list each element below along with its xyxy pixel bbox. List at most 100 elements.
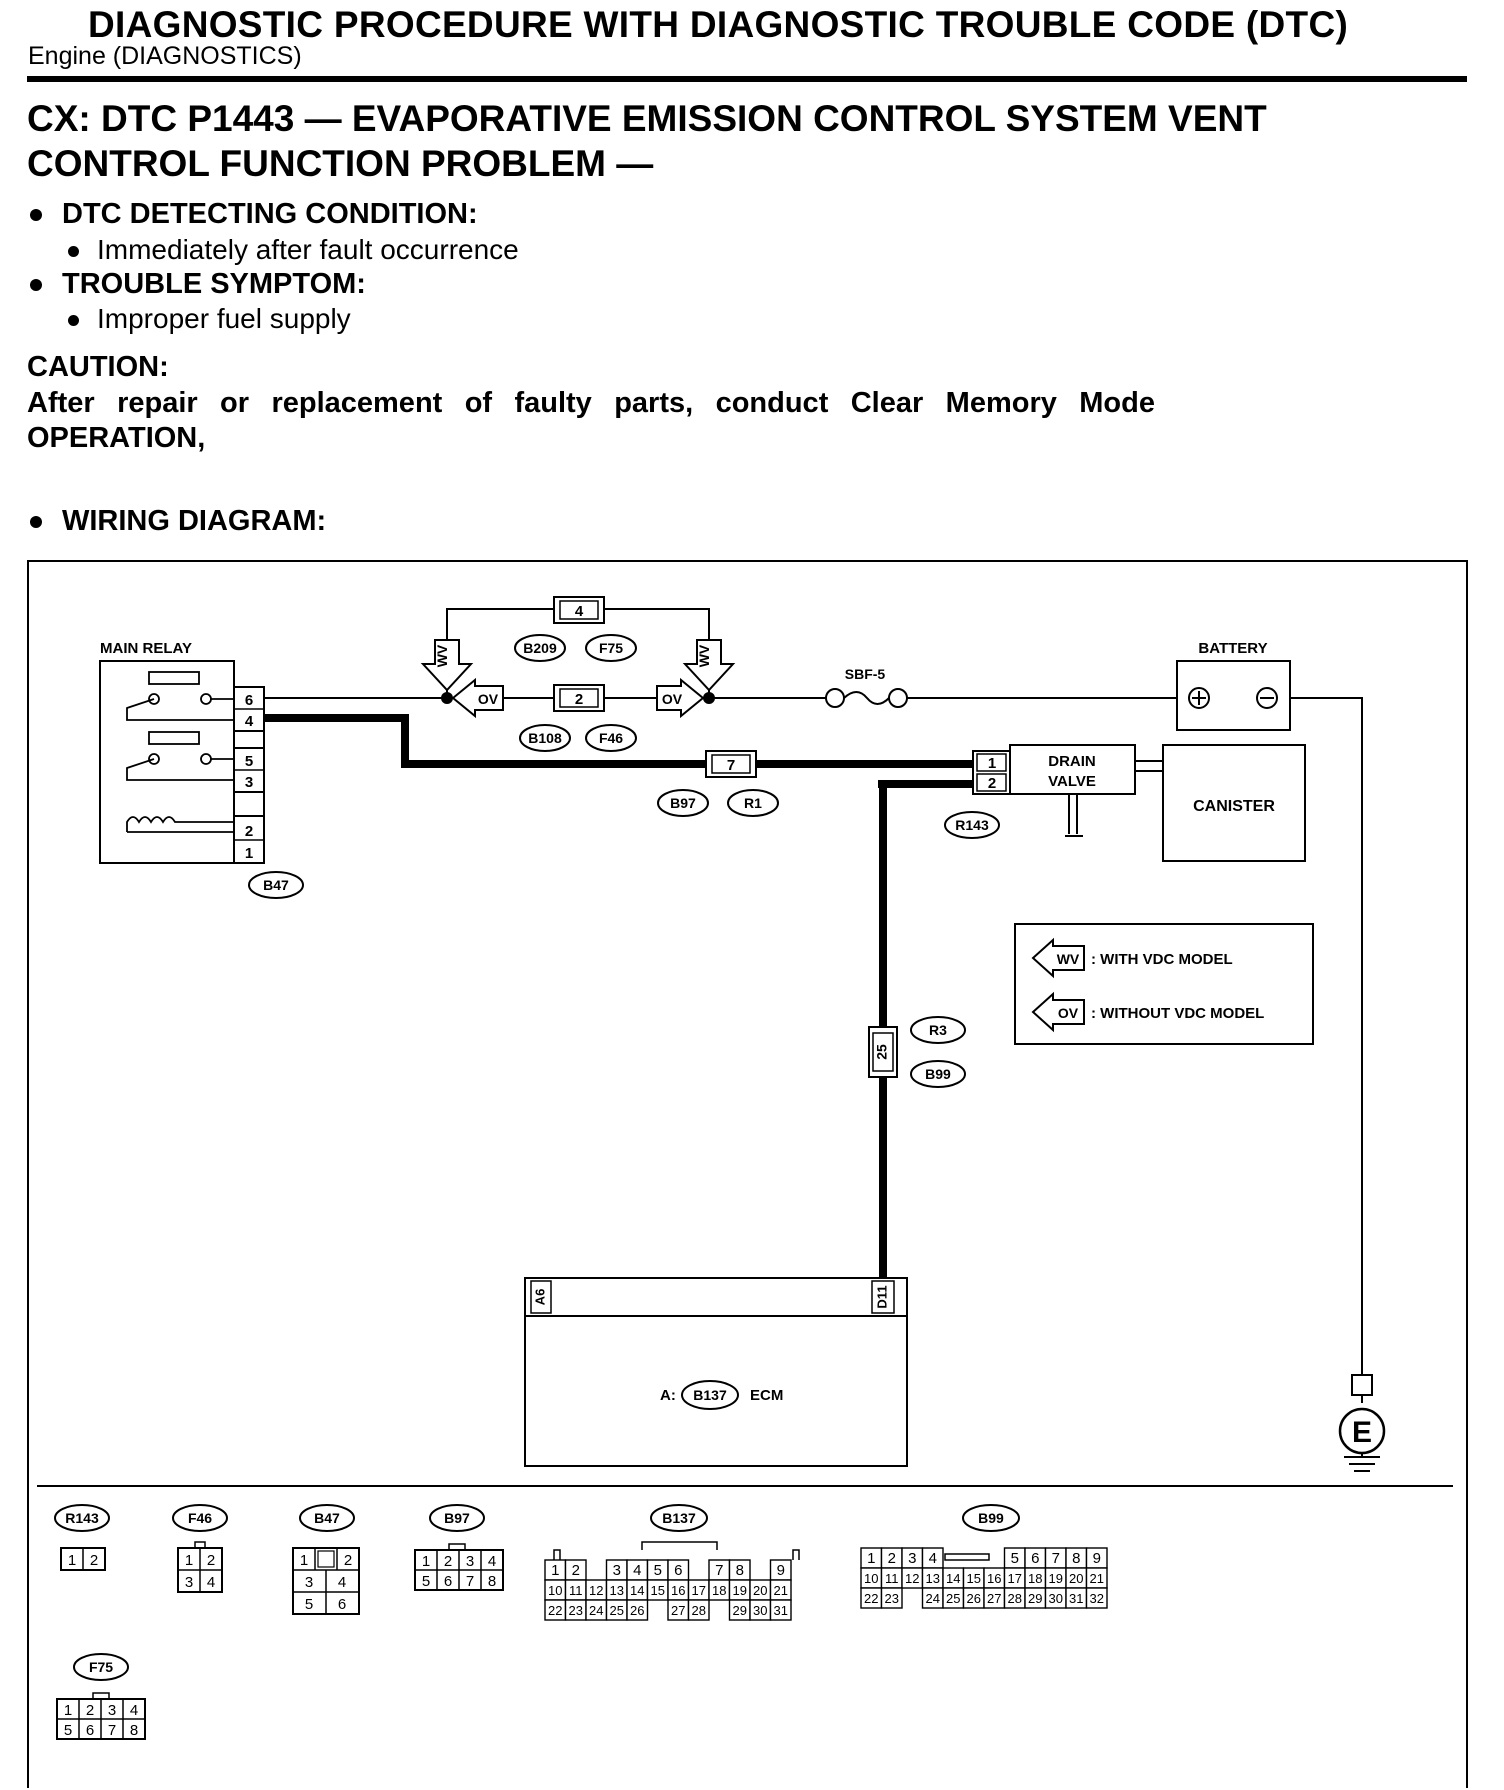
diagram-frame	[27, 560, 1468, 1788]
ground-icon: E	[1338, 1374, 1386, 1472]
trouble-symptom-item: Improper fuel supply	[68, 303, 351, 335]
b47-connector-tag	[248, 871, 304, 899]
svg-text:8: 8	[488, 1573, 496, 1590]
bullet-icon	[68, 315, 79, 327]
wiring-diagram-heading: WIRING DIAGRAM:	[30, 505, 326, 538]
svg-text:F75: F75	[89, 1659, 113, 1675]
pin-number: 4	[633, 1562, 641, 1579]
svg-text:2: 2	[344, 1552, 352, 1569]
b99-latch	[944, 1553, 990, 1561]
svg-text:R143: R143	[65, 1510, 99, 1526]
battery-label: BATTERY	[1198, 640, 1267, 657]
f46-connector-label: F46	[599, 730, 623, 746]
svg-text:3: 3	[305, 1574, 313, 1591]
bullet-icon	[30, 516, 42, 529]
b47-connector-label: B47	[263, 877, 289, 893]
pin-number: 13	[926, 1571, 940, 1586]
pin-number: 11	[569, 1583, 583, 1598]
svg-text:4: 4	[575, 603, 584, 620]
bullet-icon	[30, 279, 42, 292]
pin-number: 6	[1031, 1550, 1039, 1567]
svg-text:E: E	[1352, 1416, 1372, 1449]
svg-text:6: 6	[338, 1596, 346, 1613]
svg-text:3: 3	[185, 1574, 193, 1591]
pin-number: 24	[589, 1603, 603, 1618]
joint-connector-4: 4 B209 F75	[514, 596, 637, 662]
ov-arrow-right: OV	[656, 677, 705, 719]
pin-number: 22	[548, 1603, 562, 1618]
b209-connector-label: B209	[523, 640, 557, 656]
fuse-sbf5: SBF-5	[825, 666, 908, 708]
legend-ov-text: : WITHOUT VDC MODEL	[1091, 1005, 1264, 1022]
canister: CANISTER	[1162, 744, 1306, 862]
joint-connector-2: 2 B108 F46	[519, 684, 637, 752]
pin-number: 23	[569, 1603, 583, 1618]
pin-number: 22	[864, 1591, 878, 1606]
detecting-condition-label: DTC DETECTING CONDITION:	[62, 198, 478, 230]
pin-number: 27	[987, 1591, 1001, 1606]
pin-number: 9	[777, 1562, 785, 1579]
svg-text:A:: A:	[660, 1387, 676, 1404]
connector-view-b97: B97 1 2 3 4 5 6 7 8	[414, 1504, 504, 1591]
svg-text:7: 7	[466, 1573, 474, 1590]
pin-number: 26	[967, 1591, 981, 1606]
pin-number: 25	[610, 1603, 624, 1618]
svg-text:1: 1	[300, 1552, 308, 1569]
pin-number: 7	[715, 1562, 723, 1579]
svg-text:1: 1	[422, 1553, 430, 1570]
r3-connector-label: R3	[929, 1022, 947, 1038]
bullet-icon	[68, 246, 79, 258]
pin-number: 11	[885, 1571, 899, 1586]
r143-connector-label: R143	[955, 817, 989, 833]
pin-number: 17	[692, 1583, 706, 1598]
svg-text:2: 2	[575, 691, 583, 708]
ov-arrow-left: OV	[451, 677, 504, 719]
section-title: CX: DTC P1443 — EVAPORATIVE EMISSION CON…	[27, 98, 1267, 184]
pin-number: 15	[651, 1583, 665, 1598]
svg-text:6: 6	[444, 1573, 452, 1590]
pin-number: 30	[753, 1603, 767, 1618]
wiring-diagram: MAIN RELAY 6 4 5 3 2 1 B47	[27, 560, 1468, 1788]
b137-latch	[553, 1541, 800, 1560]
legend-box: WV : WITH VDC MODEL OV : WITHOUT VDC MOD…	[1014, 923, 1314, 1045]
detecting-condition-item: Immediately after fault occurrence	[68, 234, 519, 266]
relay-pin-4: 4	[245, 713, 254, 730]
bullet-icon	[30, 209, 42, 222]
pin-number: 26	[630, 1603, 644, 1618]
pin-number: 18	[1028, 1571, 1042, 1586]
pin-number: 19	[733, 1583, 747, 1598]
relay-pin-2: 2	[245, 823, 253, 840]
main-relay: MAIN RELAY 6 4 5 3 2 1 B47	[99, 640, 304, 899]
pin-number: 3	[908, 1550, 916, 1567]
pin-number: 14	[630, 1583, 644, 1598]
pin-number: 18	[712, 1583, 726, 1598]
page-header-subtitle: Engine (DIAGNOSTICS)	[28, 42, 302, 70]
svg-text:1: 1	[988, 755, 996, 772]
detecting-condition-heading: DTC DETECTING CONDITION:	[30, 198, 478, 231]
pin-number: 10	[548, 1583, 562, 1598]
pin-number: 30	[1049, 1591, 1063, 1606]
svg-text:D11: D11	[874, 1285, 889, 1308]
pin-number: 7	[1052, 1550, 1060, 1567]
joint-connector-7: 7 B97 R1	[657, 750, 779, 817]
joint-connector-25: 25 R3 B99	[868, 1016, 966, 1088]
svg-text:4: 4	[338, 1574, 346, 1591]
ecm: A6 D11 A: B137 ECM	[524, 1277, 908, 1467]
svg-text:B47: B47	[314, 1510, 340, 1526]
pin-number: 2	[888, 1550, 896, 1567]
svg-text:8: 8	[130, 1722, 138, 1739]
main-relay-box	[99, 660, 235, 864]
pin-number: 12	[589, 1583, 603, 1598]
pin-cell	[626, 1599, 649, 1621]
pin-number: 27	[671, 1603, 685, 1618]
svg-text:1: 1	[68, 1552, 76, 1569]
svg-text:7: 7	[108, 1722, 116, 1739]
wv-arrow-right: WV	[682, 639, 736, 692]
svg-text:1: 1	[185, 1552, 193, 1569]
svg-text:2: 2	[988, 775, 996, 792]
svg-text:OV: OV	[478, 691, 499, 707]
pin-number: 23	[885, 1591, 899, 1606]
